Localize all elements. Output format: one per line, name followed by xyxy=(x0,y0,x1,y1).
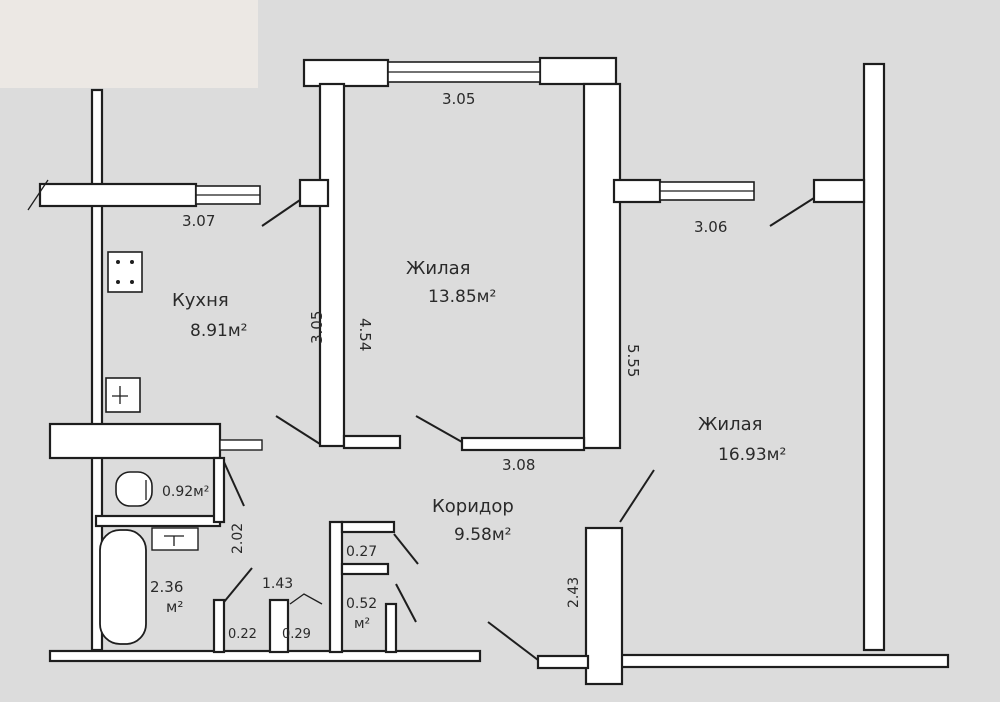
living2-area: 16.93м² xyxy=(718,445,786,465)
kitchen-exterior-wall xyxy=(38,182,198,208)
corridor-name: Коридор xyxy=(432,496,514,517)
living1-door-swing xyxy=(415,415,463,443)
closet-mid-wall xyxy=(340,562,390,576)
dim-niche1: 0.22 xyxy=(228,627,257,642)
niche-wall xyxy=(268,598,290,654)
living2-right-pier xyxy=(812,178,866,204)
bath-right-wall xyxy=(212,598,226,654)
washbasin-icon xyxy=(151,527,199,551)
kitchen-wall-pier xyxy=(298,178,330,208)
outer-bottom-wall xyxy=(48,649,482,663)
dim-bath-small: 1.43 xyxy=(262,576,293,592)
kitchen-door-swing xyxy=(275,415,321,445)
stove-burner-icon xyxy=(116,280,120,284)
wc-bath-wall xyxy=(94,514,222,528)
living2-name: Жилая xyxy=(698,414,762,435)
dim-living2-width: 3.06 xyxy=(694,218,727,236)
walls xyxy=(38,56,950,686)
outer-bottom-wall-right xyxy=(588,653,950,669)
bathtub-icon xyxy=(99,529,147,645)
bath-area: 2.36 xyxy=(150,578,183,596)
kitchen-outer-leader xyxy=(27,179,49,211)
dim-living1-top: 3.05 xyxy=(442,90,475,108)
dim-living1-bottom: 3.08 xyxy=(502,456,535,474)
room-labels: Жилая 13.85м² Жилая 16.93м² Кухня 8.91м²… xyxy=(150,258,786,632)
dim-kitchen-width: 3.07 xyxy=(182,212,215,230)
dim-living2-depth: 5.55 xyxy=(624,344,642,377)
door-swings xyxy=(27,179,815,661)
faucet-icon xyxy=(112,386,128,404)
living1-left-wall xyxy=(318,82,346,448)
dim-living2-lower: 2.43 xyxy=(566,577,582,608)
entrance-door-swing xyxy=(487,621,539,661)
stove-burner-icon xyxy=(130,280,134,284)
top-wall-right-pier xyxy=(538,56,618,86)
top-wall-left-pier xyxy=(302,58,390,88)
bath-door-swing xyxy=(223,567,253,603)
wc-right-wall xyxy=(212,456,226,524)
closet1-area: 0.27 xyxy=(346,544,377,560)
toilet-icon xyxy=(115,471,153,507)
entrance-wall-stub xyxy=(536,654,590,670)
stove-burner-icon xyxy=(130,260,134,264)
closet2-area: 0.52 xyxy=(346,596,377,612)
living2-window-leader xyxy=(769,197,815,227)
living2-door-swing xyxy=(619,469,655,523)
fixtures xyxy=(99,251,199,645)
wc-area: 0.92м² xyxy=(162,484,209,500)
living1-name: Жилая xyxy=(406,258,470,279)
living1-bottom-wall-left xyxy=(342,434,402,450)
corridor-area: 9.58м² xyxy=(454,525,512,545)
niche-door-swing xyxy=(289,593,323,605)
living1-right-wall xyxy=(582,82,622,450)
dim-kitchen-depth: 3.05 xyxy=(308,311,326,344)
dim-bath-side: 2.02 xyxy=(230,523,246,554)
kitchen-window-leader xyxy=(261,199,301,227)
outer-right-wall xyxy=(862,62,886,652)
closet2-area-unit: м² xyxy=(354,616,370,632)
washbasin-tap-icon xyxy=(164,535,184,546)
kitchen-area: 8.91м² xyxy=(190,321,248,341)
corridor-living2-wall xyxy=(584,526,624,686)
stove-burner-icon xyxy=(116,260,120,264)
dim-niche2: 0.29 xyxy=(282,627,311,642)
stove-icon xyxy=(107,251,143,293)
living2-wall-pier xyxy=(612,178,662,204)
corner-patch xyxy=(0,0,258,88)
wc-door-swing xyxy=(223,461,245,507)
living1-area: 13.85м² xyxy=(428,287,496,307)
kitchen-door-stub xyxy=(219,439,263,451)
closet-left-wall xyxy=(328,520,344,654)
kitchen-name: Кухня xyxy=(172,290,229,311)
closet-right-wall xyxy=(384,602,398,654)
closet2-door-swing xyxy=(395,583,417,623)
dimension-labels: 3.05 3.08 3.07 3.06 3.05 4.54 5.55 2.43 … xyxy=(182,90,727,642)
closet1-door-swing xyxy=(393,533,419,565)
dim-living1-side: 4.54 xyxy=(356,318,374,351)
kitchen-bath-wall xyxy=(48,422,222,460)
bath-area-unit: м² xyxy=(166,598,183,616)
living1-bottom-wall-right xyxy=(460,436,586,452)
kitchen-sink-icon xyxy=(105,377,141,413)
closet-top-wall xyxy=(340,520,396,534)
